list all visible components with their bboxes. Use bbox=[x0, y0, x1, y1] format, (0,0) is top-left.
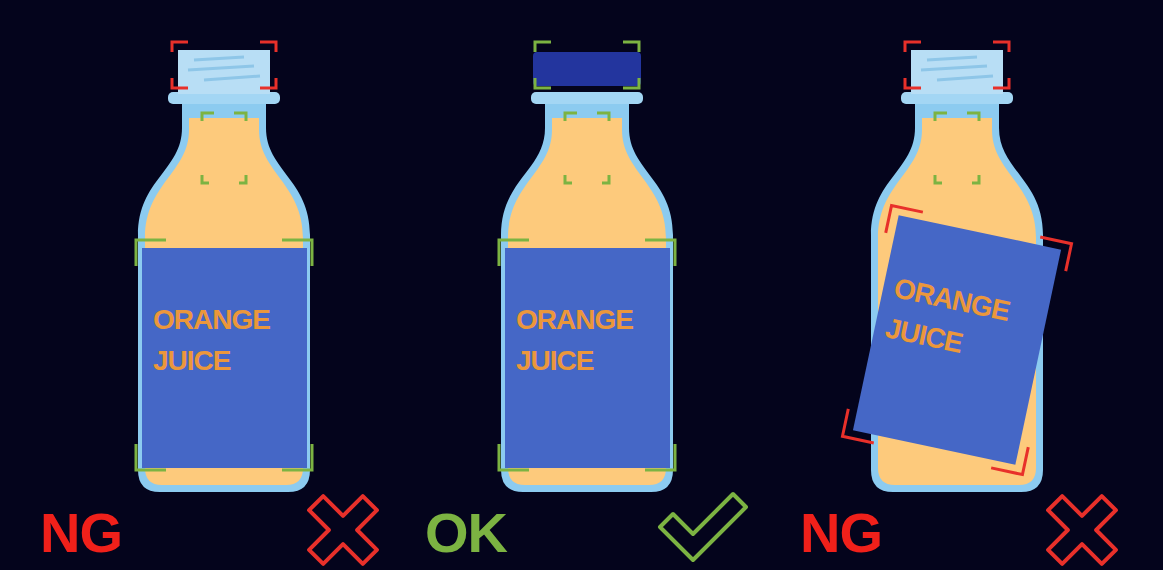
bottle-body bbox=[138, 92, 310, 492]
pass-brackets bbox=[136, 240, 312, 470]
fail-brackets bbox=[842, 205, 1071, 474]
pass-brackets bbox=[499, 240, 675, 470]
fail-brackets bbox=[172, 42, 276, 88]
pass-brackets bbox=[535, 42, 639, 88]
bottle bbox=[136, 42, 312, 492]
bottle-body bbox=[501, 92, 673, 492]
neck-brackets bbox=[565, 113, 609, 183]
bottle bbox=[499, 42, 675, 492]
cross-outline bbox=[1028, 476, 1135, 570]
bracket bbox=[842, 205, 1071, 474]
label-text: ORANGE JUICE bbox=[153, 300, 281, 381]
verdict-label: NG bbox=[800, 505, 882, 561]
label-text: ORANGE JUICE bbox=[516, 300, 644, 381]
neck-brackets bbox=[202, 113, 246, 183]
bottle-threads bbox=[178, 50, 270, 94]
bottle-threads bbox=[911, 50, 1003, 94]
cross-symbol bbox=[289, 476, 396, 570]
neck-brackets bbox=[935, 113, 979, 183]
cross-outline bbox=[289, 476, 396, 570]
bottle-cap bbox=[533, 52, 641, 86]
label-text: ORANGE JUICE bbox=[882, 268, 1024, 374]
cross-symbol bbox=[1028, 476, 1135, 570]
fail-brackets bbox=[905, 42, 1009, 88]
verdict-label: OK bbox=[425, 505, 507, 561]
check-symbol bbox=[660, 494, 746, 560]
juice-label: ORANGE JUICE bbox=[142, 248, 307, 468]
verdict-label: NG bbox=[40, 505, 122, 561]
juice-label: ORANGE JUICE bbox=[505, 248, 670, 468]
